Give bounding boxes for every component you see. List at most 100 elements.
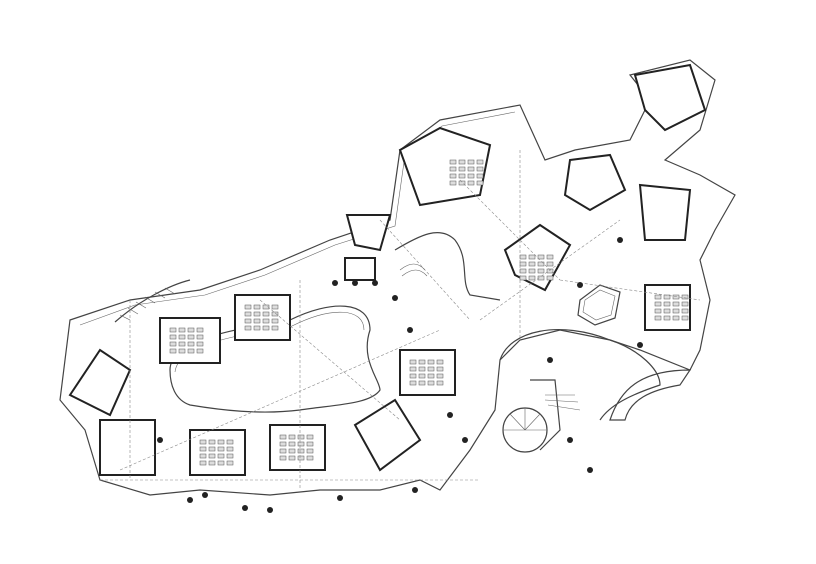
seat (169, 341, 177, 347)
seat (226, 453, 234, 459)
seat (427, 373, 435, 379)
seat (654, 308, 662, 314)
column-marker (567, 437, 573, 443)
seat (672, 308, 680, 314)
seat (436, 373, 444, 379)
seat (467, 159, 475, 165)
seat (297, 455, 305, 461)
seat (476, 173, 484, 179)
seat (663, 308, 671, 314)
seat (436, 359, 444, 365)
seat (528, 275, 536, 281)
seat (476, 180, 484, 186)
seat (262, 325, 270, 331)
seat (178, 341, 186, 347)
seat (519, 254, 527, 260)
seat (306, 448, 314, 454)
seat (663, 315, 671, 321)
seat (409, 373, 417, 379)
seat (427, 380, 435, 386)
seat (271, 304, 279, 310)
seat (226, 446, 234, 452)
seat (458, 173, 466, 179)
seat (427, 366, 435, 372)
seat (449, 159, 457, 165)
seat (288, 455, 296, 461)
seat (226, 460, 234, 466)
column-marker (407, 327, 413, 333)
seat (217, 439, 225, 445)
seat (196, 334, 204, 340)
seat (418, 373, 426, 379)
seat (253, 325, 261, 331)
seat (271, 318, 279, 324)
seat (449, 180, 457, 186)
seat (217, 460, 225, 466)
seat (458, 159, 466, 165)
seat (528, 254, 536, 260)
walkway-stairs (399, 263, 428, 277)
column-marker (462, 437, 468, 443)
seat (279, 441, 287, 447)
seat (178, 348, 186, 354)
seat (436, 366, 444, 372)
seat (178, 334, 186, 340)
seat (244, 311, 252, 317)
seating (169, 159, 689, 466)
seat (546, 254, 554, 260)
seat (208, 439, 216, 445)
seat (654, 294, 662, 300)
column-marker (337, 495, 343, 501)
seat (279, 434, 287, 440)
column-marker (202, 492, 208, 498)
seat (288, 448, 296, 454)
seat (476, 159, 484, 165)
seat (546, 275, 554, 281)
seat (458, 166, 466, 172)
seat (169, 334, 177, 340)
seat (244, 304, 252, 310)
seat (519, 268, 527, 274)
seat (672, 301, 680, 307)
walkway (394, 231, 501, 301)
seat (262, 318, 270, 324)
seat (288, 434, 296, 440)
seat (253, 318, 261, 324)
column-marker (392, 295, 398, 301)
seat (244, 325, 252, 331)
column-markers (157, 237, 643, 513)
seat (279, 455, 287, 461)
ramp-south (530, 379, 561, 451)
seat (663, 294, 671, 300)
column-marker (187, 497, 193, 503)
seat (681, 315, 689, 321)
seat (262, 311, 270, 317)
seat (467, 180, 475, 186)
seat (297, 441, 305, 447)
seat (449, 173, 457, 179)
seat (187, 341, 195, 347)
column-marker (267, 507, 273, 513)
seat (467, 166, 475, 172)
column-marker (547, 357, 553, 363)
seat (226, 439, 234, 445)
seat (528, 261, 536, 267)
column-marker (352, 280, 358, 286)
seat (467, 173, 475, 179)
seat (208, 446, 216, 452)
seat (297, 434, 305, 440)
seat (519, 275, 527, 281)
seat (199, 446, 207, 452)
seat (169, 327, 177, 333)
seat (528, 268, 536, 274)
seat (199, 453, 207, 459)
seat (418, 359, 426, 365)
seat (537, 261, 545, 267)
seat (409, 366, 417, 372)
column-marker (332, 280, 338, 286)
seat (418, 380, 426, 386)
seat (654, 301, 662, 307)
seat (681, 308, 689, 314)
seat (672, 294, 680, 300)
